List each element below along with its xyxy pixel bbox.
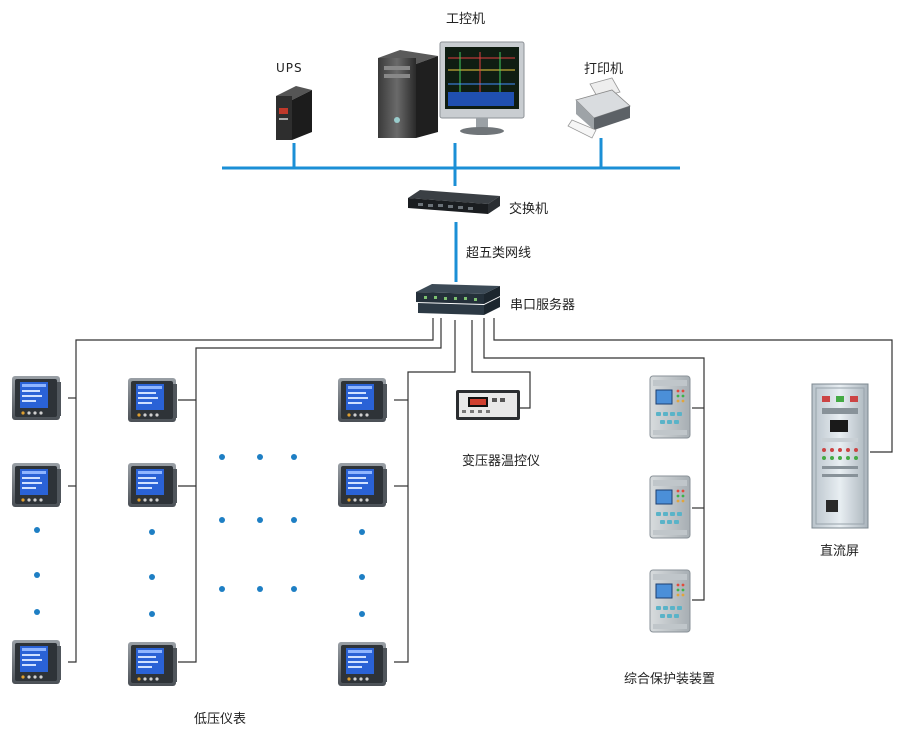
serial-server-icon [416, 284, 500, 315]
temperature-controller-icon [456, 390, 520, 420]
power-meter-icon [12, 376, 61, 420]
ups-icon [276, 86, 312, 140]
meters-label: 低压仪表 [194, 712, 247, 727]
cable-label: 超五类网线 [466, 246, 532, 261]
rs485-wiring [68, 318, 893, 663]
power-meter-icon [12, 640, 61, 684]
ethernet-bus [222, 138, 680, 282]
dc-cabinet-icon [811, 383, 869, 529]
printer-label: 打印机 [584, 62, 624, 77]
serial-server-label: 串口服务器 [510, 298, 576, 313]
power-meter-icon [128, 463, 177, 507]
protection-relay-icon [649, 569, 691, 633]
power-meter-icon [128, 642, 177, 686]
dc-panel-label: 直流屏 [820, 544, 860, 559]
protection-relay-icon [649, 375, 691, 439]
power-meter-icon [338, 378, 387, 422]
ups-label: UPS [276, 61, 303, 75]
power-meter-icon [338, 642, 387, 686]
network-switch-icon [408, 190, 500, 214]
protection-label: 综合保护装装置 [624, 672, 716, 687]
protection-relay-icon [649, 475, 691, 539]
industrial-pc-label: 工控机 [446, 12, 486, 27]
switch-label: 交换机 [509, 202, 549, 217]
power-meter-icon [128, 378, 177, 422]
ellipsis-dots [34, 454, 365, 617]
power-meter-icon [12, 463, 61, 507]
transformer-temp-label: 变压器温控仪 [462, 454, 541, 469]
computer-icon [378, 41, 525, 138]
power-meter-icon [338, 463, 387, 507]
printer-icon [567, 77, 631, 139]
